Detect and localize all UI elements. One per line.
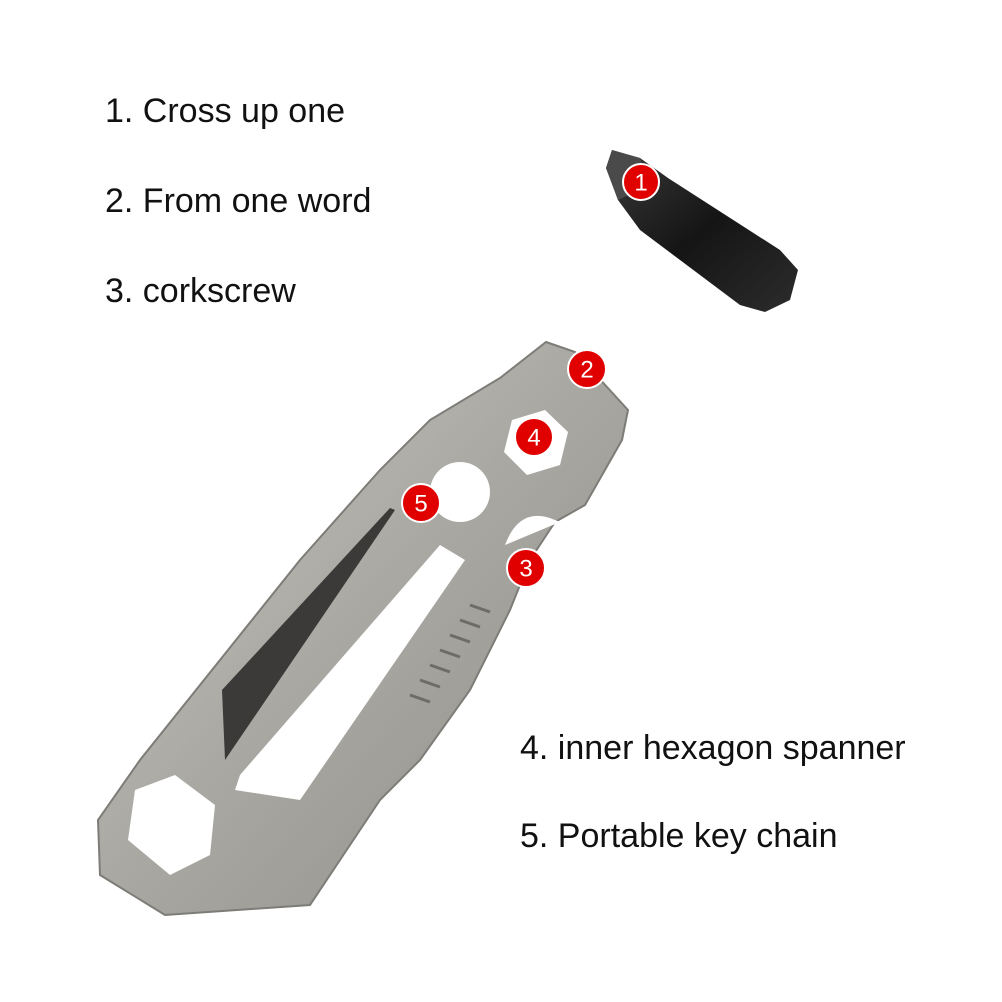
feature-label-1: 1. Cross up one [105,92,346,130]
long-slot [235,545,465,800]
badge-1: 1 [622,163,660,201]
round-hole [430,462,490,522]
svg-text:5: 5 [414,491,427,518]
feature-label-5: 5. Portable key chain [520,817,838,855]
svg-text:2: 2 [580,357,593,384]
keychain-slit [222,508,395,760]
feature-label-4: 4. inner hexagon spanner [520,729,906,767]
feature-label-2: 2. From one word [105,182,372,220]
badge-2: 2 [567,349,607,389]
feature-label-3: 3. corkscrew [105,272,296,310]
svg-text:4: 4 [527,425,540,452]
bottle-opener-notch [505,515,560,545]
badge-5: 5 [401,483,441,523]
svg-text:1: 1 [634,170,647,197]
svg-text:3: 3 [519,556,532,583]
hex-hole-bottom [128,775,215,875]
badge-3: 3 [506,548,546,588]
badge-4: 4 [514,417,554,457]
serrations [409,603,491,704]
